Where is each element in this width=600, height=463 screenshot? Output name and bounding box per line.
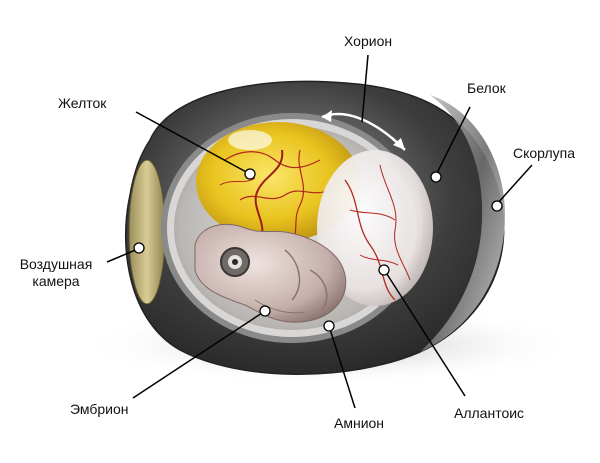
dot-air-cell	[133, 242, 145, 254]
leader-allantois	[384, 270, 466, 397]
leader-albumen	[435, 106, 471, 176]
label-chorion: Хорион	[344, 33, 393, 49]
label-embryo: Эмбрион	[70, 401, 129, 417]
leader-embryo	[132, 310, 266, 399]
label-air-cell-line2: камера	[32, 273, 80, 289]
leader-air-cell	[106, 248, 139, 263]
label-albumen: Белок	[467, 80, 506, 96]
dot-amnion	[323, 320, 335, 332]
yolk-vessel	[254, 149, 284, 236]
label-shell: Скорлупа	[513, 145, 576, 161]
label-yolk: Желток	[58, 95, 107, 111]
yolk-vessel	[219, 177, 256, 186]
shell-rim	[420, 95, 505, 352]
allantois-vessel	[379, 164, 411, 281]
leader-amnion	[328, 325, 356, 409]
dot-allantois	[378, 264, 390, 276]
label-allantois: Аллантоис	[454, 405, 525, 421]
dot-albumen	[430, 171, 442, 183]
dot-yolk	[244, 168, 256, 180]
leader-chorion	[361, 54, 369, 123]
label-air-cell: Воздушная камера	[14, 256, 98, 290]
dot-embryo	[259, 305, 271, 317]
allantois-vessel	[359, 254, 399, 266]
yolk-vessel	[239, 189, 331, 201]
label-amnion: Амнион	[334, 415, 385, 431]
yolk-vessel	[224, 151, 321, 169]
dot-shell	[491, 200, 503, 212]
air-cell	[129, 160, 165, 304]
leader-yolk	[135, 111, 251, 175]
label-air-cell-line1: Воздушная	[19, 256, 93, 272]
leader-shell	[496, 164, 533, 205]
allantois-vessel	[344, 179, 396, 301]
allantois-vessel	[349, 209, 396, 221]
